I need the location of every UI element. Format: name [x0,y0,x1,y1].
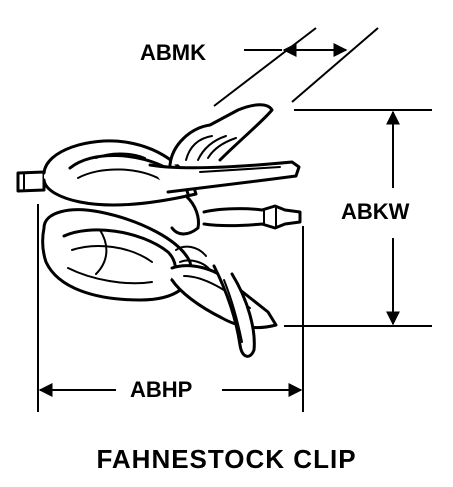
clip-upper-arm [148,160,301,194]
dimension-abmk [213,27,379,107]
abkw-label: ABKW [341,199,410,224]
abhp-label: ABHP [130,377,193,402]
abmk-extension-left [213,27,317,107]
dimension-abhp [37,204,304,412]
dimension-abkw [284,109,432,327]
diagram-caption: FAHNESTOCK CLIP [96,444,357,474]
clip-top-fingers [168,103,274,167]
clip-middle-pin [202,204,302,230]
clip-middle-rivet [170,194,200,236]
abmk-label: ABMK [140,40,206,65]
abmk-extension-right [291,27,379,103]
clip-left-tab [16,170,46,193]
clip-upper-loop [42,139,198,207]
clip-illustration [16,103,302,358]
